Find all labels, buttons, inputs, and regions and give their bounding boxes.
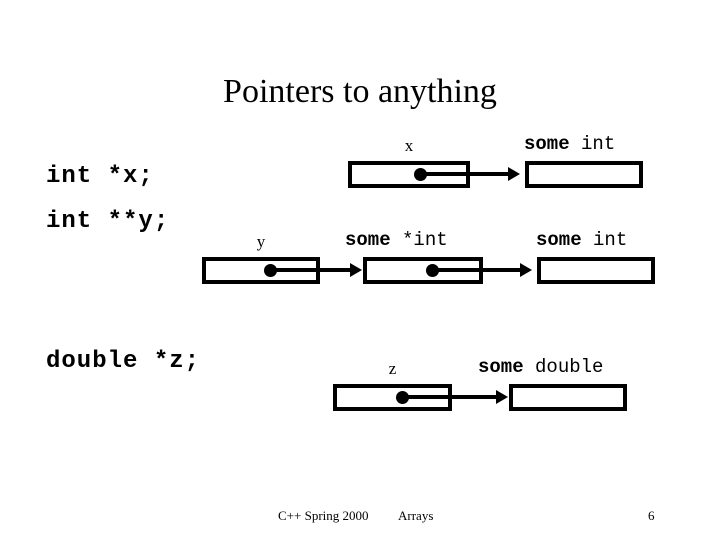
type-label-some-int-row-x: some int — [524, 133, 615, 155]
type-keyword-some: some — [524, 133, 570, 155]
type-label-some-double-row-z: some double — [478, 356, 603, 378]
declaration-int-pointer-pointer-y: int **y; — [46, 208, 170, 235]
pointer-arrow-head-x — [508, 167, 520, 181]
footer-topic-label: Arrays — [398, 508, 434, 523]
variable-label-y: y — [256, 232, 266, 251]
declaration-double-pointer-z: double *z; — [46, 348, 201, 375]
pointer-arrow-head-y-1 — [350, 263, 362, 277]
variable-label-x: x — [404, 136, 414, 155]
type-keyword-some: some — [345, 229, 391, 251]
pointer-arrow-shaft-x — [420, 172, 508, 176]
type-label-some-ptr-int-row-y: some *int — [345, 229, 448, 251]
type-label-some-int-row-y: some int — [536, 229, 627, 251]
type-keyword-some: some — [536, 229, 582, 251]
type-keyword-some: some — [478, 356, 524, 378]
type-name-int: int — [593, 229, 628, 251]
pointer-arrow-shaft-z — [402, 395, 496, 399]
type-name-int: int — [581, 133, 616, 155]
pointer-arrow-shaft-y-2 — [432, 268, 520, 272]
pointer-arrow-head-z — [496, 390, 508, 404]
pointer-arrow-shaft-y-1 — [270, 268, 350, 272]
variable-label-z: z — [388, 359, 397, 378]
type-name-ptr-int: *int — [402, 229, 448, 251]
page-title: Pointers to anything — [223, 73, 497, 110]
value-box-some-int-row-x — [525, 161, 643, 188]
value-box-some-double — [509, 384, 627, 411]
value-box-some-int-row-y — [537, 257, 655, 284]
type-name-double: double — [535, 356, 604, 378]
footer-page-number: 6 — [648, 508, 655, 523]
footer-course-label: C++ Spring 2000 — [278, 508, 369, 523]
pointer-arrow-head-y-2 — [520, 263, 532, 277]
declaration-int-pointer-x: int *x; — [46, 163, 154, 190]
